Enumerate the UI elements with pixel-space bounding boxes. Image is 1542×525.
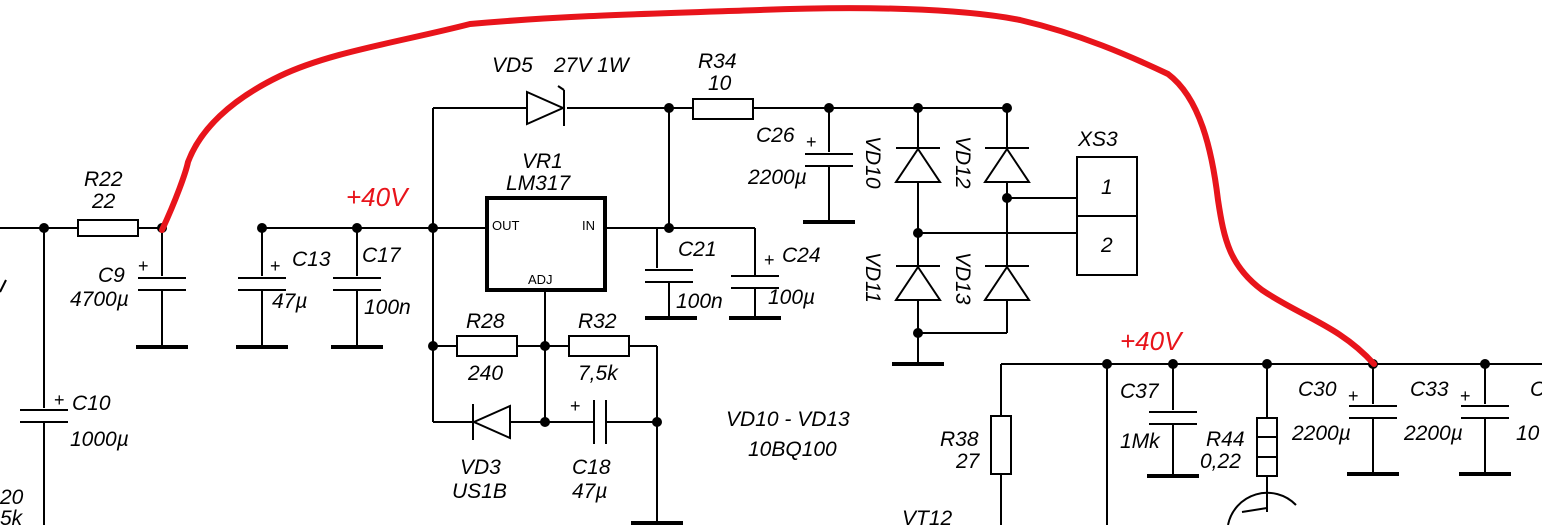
c21-value-label: 100n [676, 290, 723, 313]
pin-adj-label: ADJ [528, 272, 553, 287]
vd10-ref-label: VD10 [861, 136, 884, 189]
r22-value-label: 22 [91, 190, 116, 213]
lm317-part-label: LM317 [506, 172, 572, 195]
c10-ref-label: C10 [72, 392, 111, 415]
c13-value-label: 47µ [272, 290, 307, 313]
r22-ref-label: R22 [84, 168, 123, 191]
c17-ref-label: C17 [362, 244, 402, 267]
c9-value-label: 4700µ [70, 288, 129, 311]
r32-ref-label: R32 [578, 310, 617, 333]
c17-value-label: 100n [364, 296, 411, 319]
in-rail [605, 223, 756, 276]
c30-ref-label: C30 [1298, 378, 1337, 401]
c13-polarity-mark: + [270, 256, 281, 276]
vd13-ref-label: VD13 [951, 252, 974, 305]
c37-value-label: 1Mk [1120, 430, 1161, 453]
c24-polarity-mark: + [764, 250, 775, 270]
c9-polarity-mark: + [138, 256, 149, 276]
c24-ref-label: C24 [782, 244, 821, 267]
resistor-r44: R44 0,22 [1200, 364, 1297, 525]
c24-value-label: 100µ [768, 286, 815, 309]
pin-out-label: OUT [492, 218, 520, 233]
c30-value-label: 2200µ [1291, 422, 1351, 445]
vt12-ref-label: VT12 [902, 507, 953, 525]
capacitor-c33: + C33 2200µ C 10 [1403, 364, 1542, 476]
capacitor-c21: C21 100n [645, 228, 723, 320]
vd5-value-label: 27V 1W [553, 54, 631, 77]
r44-ref-label: R44 [1206, 428, 1245, 451]
c30-polarity-mark: + [1348, 386, 1359, 406]
c26-polarity-mark: + [806, 132, 817, 152]
partial-label-c: C [1530, 378, 1542, 401]
resistor-r28: R28 240 [456, 310, 518, 385]
partial-label-20: 20 [0, 486, 24, 509]
r38-value-label: 27 [955, 450, 981, 473]
c37-ref-label: C37 [1120, 380, 1160, 403]
bridge-part-label: 10BQ100 [748, 438, 837, 461]
vr1-ref-label: VR1 [522, 150, 563, 173]
regulator-lm317: OUT IN ADJ VR1 LM317 [485, 150, 607, 292]
partial-label-10: 10 [1516, 422, 1540, 445]
c9-ref-label: C9 [98, 264, 125, 287]
vd12-ref-label: VD12 [951, 136, 974, 189]
capacitor-c13: + C13 47µ [236, 228, 331, 349]
diode-bridge: VD10 VD11 VD12 VD13 [861, 108, 1077, 366]
c13-ref-label: C13 [292, 248, 331, 271]
c18-polarity-mark: + [570, 396, 581, 416]
bridge-range-label: VD10 - VD13 [726, 408, 850, 431]
c33-ref-label: C33 [1410, 378, 1449, 401]
capacitor-c18: + C18 47µ [570, 396, 611, 503]
vd3-value-label: US1B [452, 480, 507, 503]
resistor-r38: R38 27 VT12 [902, 364, 1012, 525]
partial-label-5k: 5k [0, 507, 24, 525]
xs3-ref-label: XS3 [1077, 128, 1118, 151]
c26-ref-label: C26 [756, 124, 795, 147]
resistor-r34: R34 10 [692, 50, 754, 120]
c10-polarity-mark: + [54, 390, 65, 410]
capacitor-c30: + C30 2200µ [1291, 364, 1399, 476]
c33-polarity-mark: + [1460, 386, 1471, 406]
capacitor-c24: + C24 100µ [729, 244, 821, 320]
net-label-40v-right: +40V [1120, 326, 1184, 356]
vd11-ref-label: VD11 [861, 252, 884, 303]
xs3-pin1-label: 1 [1101, 176, 1113, 199]
r28-ref-label: R28 [466, 310, 505, 333]
diode-vd3: VD3 US1B [452, 404, 511, 503]
c10-value-label: 1000µ [70, 428, 129, 451]
r34-ref-label: R34 [698, 50, 737, 73]
bridge-note: VD10 - VD13 10BQ100 [726, 408, 850, 461]
out-rail: +40V [257, 182, 487, 233]
r32-value-label: 7,5k [578, 362, 619, 385]
regulator-bypass-wiring [428, 103, 693, 525]
vd3-ref-label: VD3 [460, 456, 501, 479]
c18-ref-label: C18 [572, 456, 611, 479]
c33-value-label: 2200µ [1403, 422, 1463, 445]
capacitor-c26: + C26 2200µ [747, 108, 855, 224]
bridge-top-rail [753, 103, 1012, 113]
vd5-ref-label: VD5 [492, 54, 533, 77]
r28-value-label: 240 [467, 362, 503, 385]
capacitor-c17: C17 100n [331, 228, 411, 349]
r38-ref-label: R38 [940, 428, 979, 451]
connector-xs3: XS3 1 2 [1076, 128, 1138, 276]
c26-value-label: 2200µ [747, 166, 807, 189]
capacitor-c9: + C9 4700µ [70, 228, 188, 349]
net-label-40v-left: +40V [346, 182, 410, 212]
capacitor-c10-labels: + C10 1000µ 20 5k [0, 390, 129, 525]
resistor-r22: R22 22 [77, 168, 139, 237]
r34-value-label: 10 [708, 72, 732, 95]
xs3-pin2-label: 2 [1100, 234, 1113, 257]
pin-in-label: IN [582, 218, 595, 233]
red-annotation-curve [159, 5, 1377, 367]
diode-vd5: VD5 27V 1W [492, 54, 631, 126]
resistor-r32: R32 7,5k [568, 310, 630, 385]
c21-ref-label: C21 [678, 238, 717, 261]
capacitor-c37: C37 1Mk [1120, 364, 1199, 478]
r44-value-label: 0,22 [1200, 450, 1241, 473]
c18-value-label: 47µ [572, 480, 607, 503]
